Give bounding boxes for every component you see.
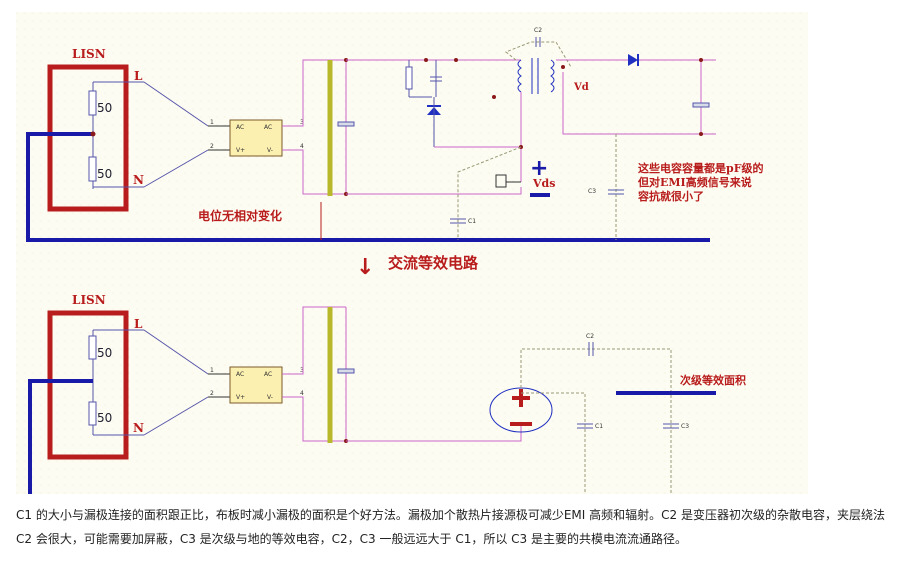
cap-c1-label: C1 — [468, 218, 476, 225]
caption-paragraph: C1 的大小与漏极连接的面积跟正比，布板时减小漏极的面积是个好方法。漏极加个散热… — [16, 508, 885, 546]
pin-3: 3 — [300, 119, 304, 126]
source-minus-icon — [510, 422, 532, 426]
pin-2-bottom: 2 — [210, 390, 214, 397]
bridge-vplus-bottom: V+ — [236, 394, 245, 401]
note-line-1: 这些电容容量都是pF级的 — [638, 161, 764, 175]
bridge-vminus: V- — [267, 147, 273, 154]
down-arrow-icon: ↓ — [356, 255, 374, 280]
lisn-title: LISN — [72, 47, 106, 61]
line-label-bottom: L — [134, 317, 143, 331]
bridge-rectifier — [229, 119, 283, 157]
bridge-ac-left: AC — [236, 124, 244, 131]
cap-c1-label-bottom: C1 — [595, 423, 603, 430]
resistor-top-value-bottom: 50 — [97, 346, 112, 360]
note-line-3: 容抗就很小了 — [637, 189, 704, 203]
bridge-ac-left-bottom: AC — [236, 371, 244, 378]
no-potential-change-label: 电位无相对变化 — [198, 208, 282, 223]
resistor-bottom-value: 50 — [97, 167, 112, 181]
pin-3-bottom: 3 — [300, 367, 304, 374]
output-diode — [628, 54, 638, 66]
top-circuit: LISN 50 50 L N 1 2 3 4 AC AC V+ V- 电位无相对… — [26, 27, 764, 242]
mosfet — [495, 174, 507, 188]
resistor-bottom — [88, 156, 97, 182]
pin-4: 4 — [300, 143, 304, 150]
ground-line — [26, 132, 710, 242]
secondary-area-label: 次级等效面积 — [680, 373, 746, 387]
ac-equivalent-title: 交流等效电路 — [388, 254, 479, 272]
pin-1-bottom: 1 — [210, 367, 214, 374]
bridge-ac-right: AC — [264, 124, 272, 131]
plus-icon: + — [530, 156, 548, 181]
bridge-vminus-bottom: V- — [267, 394, 273, 401]
cap-c3-label: C3 — [588, 188, 596, 195]
neutral-label: N — [133, 173, 144, 187]
neutral-label-bottom: N — [133, 421, 144, 435]
resistor-top-value: 50 — [97, 101, 112, 115]
vds-label: Vds — [532, 177, 555, 190]
resistor-top — [88, 90, 97, 116]
cap-c3-label-bottom: C3 — [681, 423, 689, 430]
minus-icon — [530, 193, 550, 197]
pin-1: 1 — [210, 119, 214, 126]
circuit-diagram: LISN 50 50 L N 1 2 3 4 AC AC V+ V- 电位无相对… — [16, 12, 808, 494]
cap-c2-label-bottom: C2 — [586, 333, 594, 340]
transformer — [517, 58, 555, 94]
note-line-2: 但对EMI高频信号来说 — [637, 175, 752, 189]
lisn-title-bottom: LISN — [72, 293, 106, 307]
vd-label: Vd — [573, 82, 589, 93]
bottom-circuit: LISN 50 50 L N 1 2 3 4 AC AC V+ V- — [28, 293, 746, 494]
bridge-ac-right-bottom: AC — [264, 371, 272, 378]
resistor-bottom-value-bottom: 50 — [97, 411, 112, 425]
lisn-box — [47, 64, 129, 212]
pin-2: 2 — [210, 143, 214, 150]
cap-c2-label: C2 — [534, 27, 542, 34]
bridge-vplus: V+ — [236, 147, 245, 154]
grid-background — [16, 12, 808, 494]
pin-4-bottom: 4 — [300, 390, 304, 397]
line-label: L — [134, 69, 143, 83]
